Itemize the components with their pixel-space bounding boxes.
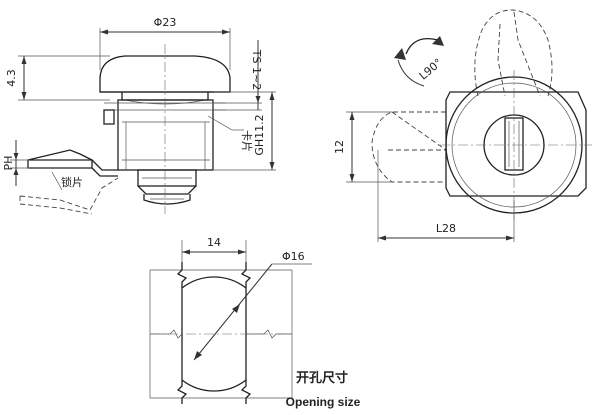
dim-diameter-16: Φ16 [282, 250, 305, 263]
dim-l28: L28 [436, 222, 456, 235]
label-rotation-90: L90° [417, 56, 445, 82]
dim-14: 14 [207, 236, 221, 249]
label-ka-pian: 卡片 [240, 130, 253, 152]
cam-top-dashed [474, 9, 553, 97]
dim-gh: GH11.2 [253, 114, 266, 155]
cam-dashed [19, 177, 119, 211]
dim-diameter-23: Φ23 [154, 16, 177, 29]
front-view: L90° 12 L28 [333, 9, 592, 242]
front-body-outline [445, 91, 587, 197]
dim-ph: PH [2, 156, 15, 171]
caption-chinese: 开孔尺寸 [296, 370, 348, 386]
cam-left-dashed [371, 111, 446, 183]
label-suo-pian: 锁片 [61, 175, 83, 189]
caption-english: Opening size [286, 395, 361, 409]
side-view: Φ23 4.3 TS 1~2 GH11.2 卡片 PH 锁片 [2, 16, 276, 215]
opening-size-view: 14 Φ16 开孔尺寸 Opening size [149, 236, 361, 409]
lock-body [117, 99, 214, 171]
lock-cap [99, 55, 231, 93]
dim-ts: TS 1~2 [250, 49, 263, 90]
screw-head [143, 194, 191, 205]
dim-height-4-3: 4.3 [5, 69, 18, 87]
dim-12: 12 [333, 140, 346, 154]
rotation-arrow [405, 37, 439, 55]
cam-solid [27, 159, 93, 169]
